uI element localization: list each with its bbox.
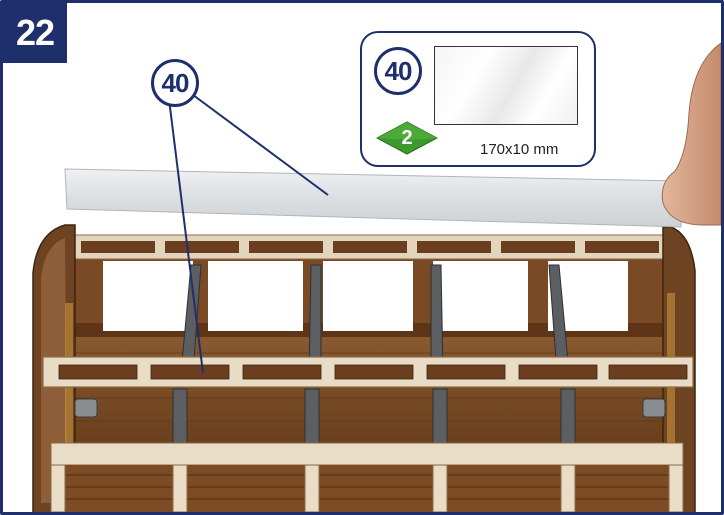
green-diamond-icon: 2 <box>376 121 438 155</box>
quantity-label: 2 <box>376 121 438 155</box>
part-number-badge: 40 <box>374 47 422 95</box>
part-dimensions: 170x10 mm <box>480 141 558 158</box>
step-number: 22 <box>3 3 67 63</box>
parts-inset: 40 2 170x10 mm <box>360 31 596 167</box>
left-clip <box>75 399 97 417</box>
clear-strip-part-illustration <box>434 46 578 125</box>
right-clip <box>643 399 665 417</box>
part-number-callout: 40 <box>151 59 199 107</box>
carriage-floor <box>58 333 678 443</box>
